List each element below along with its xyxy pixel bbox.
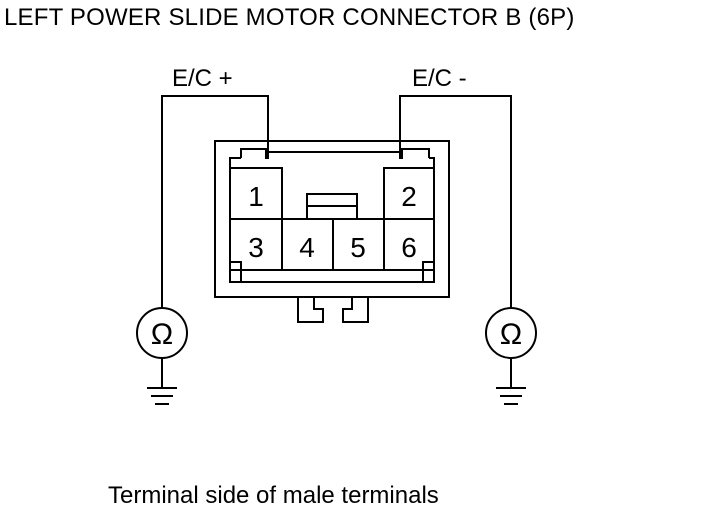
- right-probe-wire: [399, 95, 512, 308]
- left-probe-wire: [161, 95, 269, 308]
- ground-icon: [496, 358, 526, 405]
- terminal-number: 5: [350, 232, 366, 263]
- diagram-caption: Terminal side of male terminals: [108, 482, 439, 509]
- terminal-cavities: [229, 167, 435, 271]
- ohmmeter-icon: Ω: [136, 307, 188, 359]
- terminal-number: 4: [299, 232, 315, 263]
- ground-icon: [147, 358, 177, 405]
- ohmmeter-icon: Ω: [485, 307, 537, 359]
- connector-housing: [214, 140, 450, 323]
- diagram-title: LEFT POWER SLIDE MOTOR CONNECTOR B (6P): [4, 4, 575, 31]
- terminal-number: 2: [401, 181, 417, 212]
- probe-label-positive: E/C +: [172, 65, 233, 92]
- ohm-symbol: Ω: [151, 318, 173, 351]
- ohm-symbol: Ω: [500, 318, 522, 351]
- terminal-number: 6: [401, 232, 417, 263]
- terminal-number: 3: [248, 232, 264, 263]
- probe-label-negative: E/C -: [412, 65, 467, 92]
- terminal-number: 1: [248, 181, 264, 212]
